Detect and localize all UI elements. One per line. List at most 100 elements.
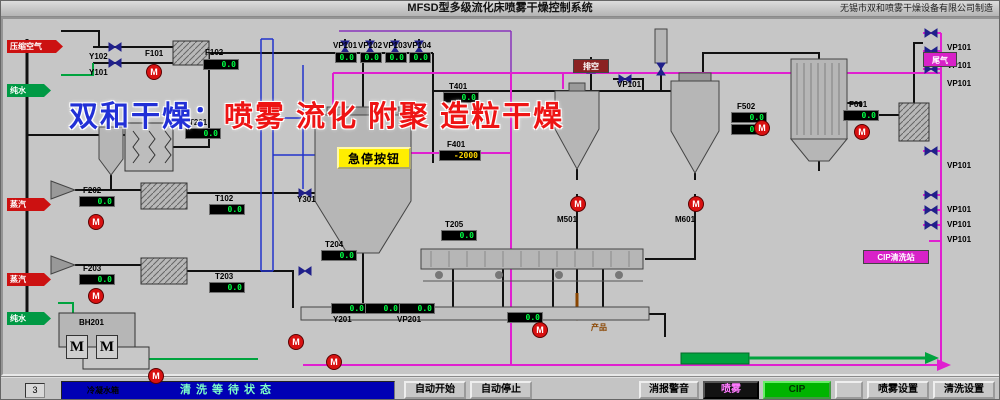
display-f502a: 0.0 [731,112,767,123]
spray-button[interactable]: 喷雾 [703,381,759,399]
tag-vp101: VP101 [947,205,972,214]
motor-icon[interactable]: M [96,335,118,359]
display-y201: 0.0 [331,303,367,314]
display-t204: 0.0 [321,250,357,261]
page-indicator[interactable]: 3 [25,383,45,398]
tag-t102: T102 [215,194,234,203]
cip-button[interactable]: CIP [763,381,831,399]
tag-y101: Y101 [89,68,108,77]
pump-icon[interactable]: M [326,354,342,370]
auto-start-button[interactable]: 自动开始 [404,381,466,399]
tag-m501: M501 [557,215,578,224]
tag-f102: F102 [205,48,224,57]
blank-button[interactable] [835,381,863,399]
tag-vp101: VP101 [333,41,358,50]
stream-arrow: 压缩空气 [7,40,63,53]
tag-t401: T401 [449,82,468,91]
display-t102: 0.0 [209,204,245,215]
manufacturer-label: 无锡市双和喷雾干燥设备有限公司制造 [839,3,993,13]
pump-icon[interactable]: M [854,124,870,140]
silo [670,72,720,175]
tag-y301: Y301 [297,195,316,204]
pump-icon[interactable]: M [288,334,304,350]
pump-icon[interactable]: M [688,196,704,212]
tag-f601: F601 [849,100,868,109]
display-f202: 0.0 [79,196,115,207]
pump-icon[interactable]: M [88,288,104,304]
display-t203: 0.0 [209,282,245,293]
status-text: 清洗等待状态 [61,381,395,399]
tag-vp101: VP101 [947,220,972,229]
display-t205: 0.0 [441,230,477,241]
product-label: 产品 [591,323,607,332]
tag-vp101: VP101 [947,61,972,70]
mute-alarm-button[interactable]: 消报警音 [639,381,699,399]
stream-arrow: 纯水 [7,312,51,325]
condenser [789,58,849,162]
heater [140,182,188,210]
fluid-bed [420,248,644,282]
vent-label: 排空 [573,59,609,73]
tag-vp101: VP101 [947,161,972,170]
display-f601: 0.0 [843,110,879,121]
display-f102: 0.0 [203,59,239,70]
tag-t204: T204 [325,240,344,249]
heater [172,40,210,66]
display-vp103: 0.0 [385,52,407,63]
cyclone-small [98,126,124,176]
tag-f502: F502 [737,102,756,111]
tag-f203: F203 [83,264,102,273]
tag-t203: T203 [215,272,234,281]
pump-icon[interactable]: M [88,214,104,230]
display-vp201: 0.0 [399,303,435,314]
tag-vp104: VP104 [407,41,432,50]
display-t401: 0.0 [443,92,479,103]
feed-nozzle [50,180,77,200]
tag-t201: T201 [189,118,208,127]
tag-f101: F101 [145,49,164,58]
emergency-stop-button[interactable]: 急停按钮 [337,147,411,169]
tailgas-label: 尾气 [923,52,957,67]
stream-arrow: 蒸汽 [7,198,51,211]
tag-f202: F202 [83,186,102,195]
display-f401: -2000 [439,150,481,161]
filter-box [898,102,930,142]
cip-source-label: CIP清洗站 [863,250,929,264]
tag-vp101: VP101 [947,235,972,244]
tag-vp101: VP101 [947,43,972,52]
stream-arrow: 蒸汽 [7,273,51,286]
display-vp104: 0.0 [409,52,431,63]
tag-y201: Y201 [333,315,352,324]
display-vp101: 0.0 [335,52,357,63]
pump-icon[interactable]: M [532,322,548,338]
cyclone [554,82,600,171]
tag-冷凝水箱: 冷凝水箱 [87,386,119,395]
auto-stop-button[interactable]: 自动停止 [470,381,532,399]
heater [140,257,188,285]
tag-vp101: VP101 [947,79,972,88]
clean-settings-button[interactable]: 清洗设置 [933,381,995,399]
tag-m601: M601 [675,215,696,224]
tag-t205: T205 [445,220,464,229]
tag-bh201: BH201 [79,318,104,327]
display-vp102: 0.0 [360,52,382,63]
spray-settings-button[interactable]: 喷雾设置 [867,381,929,399]
page-title: MFSD型多级流化床喷雾干燥控制系统 [407,2,593,14]
motor-icon[interactable]: M [66,335,88,359]
pump-icon[interactable]: M [570,196,586,212]
tag-y102: Y102 [89,52,108,61]
pump-icon[interactable]: M [754,120,770,136]
display-mid: 0.0 [365,303,401,314]
display-f203: 0.0 [79,274,115,285]
display-t201: 0.0 [185,128,221,139]
tag-vp102: VP102 [358,41,383,50]
pump-icon[interactable]: M [146,64,162,80]
tag-vp101: VP101 [617,80,642,89]
title-bar: MFSD型多级流化床喷雾干燥控制系统 无锡市双和喷雾干燥设备有限公司制造 [1,1,999,17]
stream-arrow: 纯水 [7,84,51,97]
pump-icon[interactable]: M [148,368,164,384]
